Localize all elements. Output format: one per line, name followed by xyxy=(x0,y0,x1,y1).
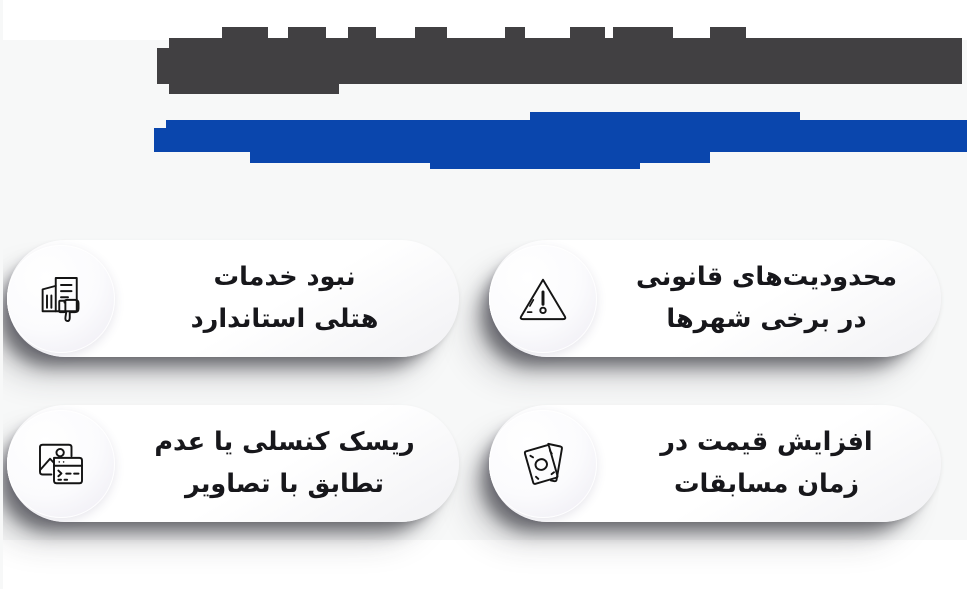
background-bottom-strip xyxy=(0,540,967,589)
card-label: محدودیت‌های قانونی در برخی شهرها xyxy=(635,262,898,334)
page-title-redaction-ascender xyxy=(288,27,326,39)
page-title-redaction-ascender xyxy=(613,27,673,39)
card-label: افزایش قیمت در زمان مسابقات xyxy=(660,427,873,499)
card-label: ریسک کنسلی یا عدم تطابق با تصاویر xyxy=(154,427,415,499)
banknotes-icon xyxy=(489,409,597,518)
photo-mismatch-icon xyxy=(7,409,115,518)
subtitle-redaction-ascender xyxy=(530,112,800,121)
page-subtitle xyxy=(166,120,967,152)
card-no-standard-hotel[interactable]: نبود خدمات هتلی استاندارد xyxy=(7,240,459,357)
page-title-redaction-ascender xyxy=(415,27,447,39)
card-price-increase[interactable]: افزایش قیمت در زمان مسابقات xyxy=(489,405,941,522)
card-grid: محدودیت‌های قانونی در برخی شهرها نبود خد… xyxy=(0,222,967,542)
header-block xyxy=(0,0,967,190)
page-title-redaction-ascender xyxy=(348,27,376,39)
page-title-redaction-ascender xyxy=(505,27,525,39)
page-title-redaction-ascender xyxy=(570,27,605,39)
card-label: نبود خدمات هتلی استاندارد xyxy=(190,262,379,334)
card-legal-restrictions[interactable]: محدودیت‌های قانونی در برخی شهرها xyxy=(489,240,941,357)
subtitle-redaction-descender xyxy=(250,152,710,163)
page-title-redaction-ascender xyxy=(222,27,268,39)
card-cancellation-risk[interactable]: ریسک کنسلی یا عدم تطابق با تصاویر xyxy=(7,405,459,522)
page-title xyxy=(169,38,962,84)
warning-triangle-icon xyxy=(489,244,597,353)
subtitle-redaction-descender xyxy=(430,160,640,169)
subtitle-redaction-edge xyxy=(154,128,168,152)
page-title-redaction-ascender xyxy=(710,27,746,39)
hotel-thumbs-down-icon xyxy=(7,244,115,353)
page-title-redaction-descender xyxy=(169,84,339,94)
page-title-redaction-edge xyxy=(157,48,171,84)
